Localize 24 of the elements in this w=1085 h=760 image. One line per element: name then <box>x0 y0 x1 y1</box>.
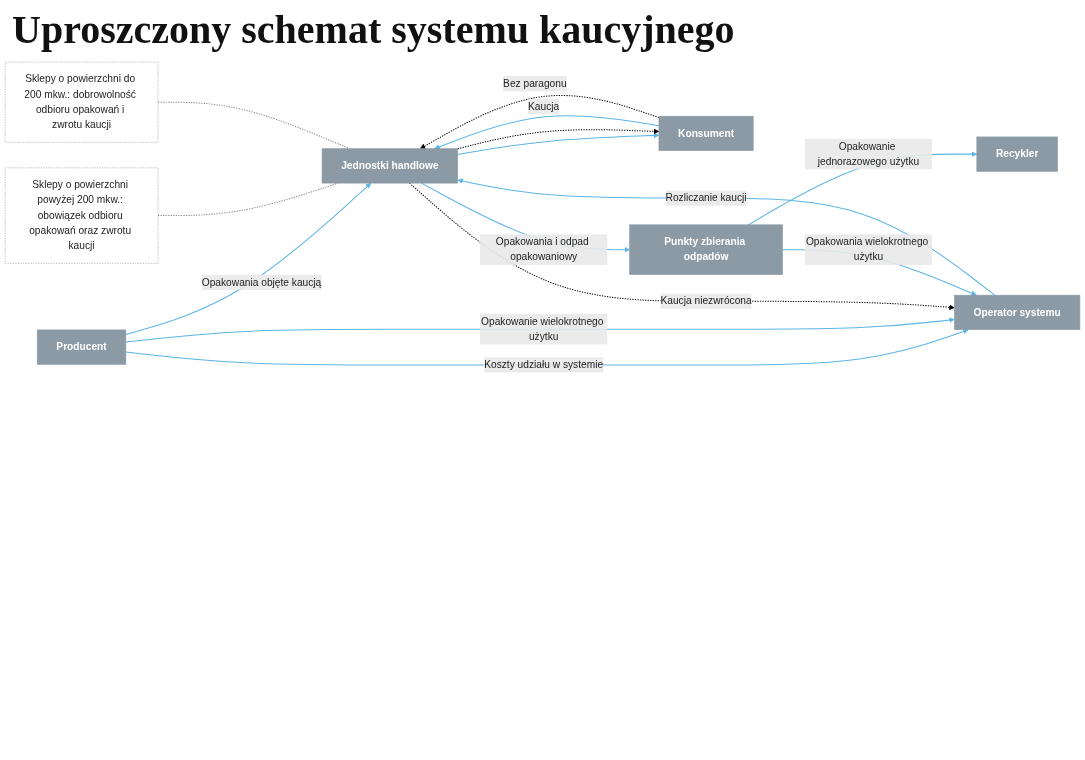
node-box: Producent <box>36 329 127 365</box>
arrow <box>125 182 372 335</box>
node-box: Sklepy o powierzchni do 200 mkw.: dobrowolność odbioru opakowań i zwrotu kaucji <box>4 61 159 143</box>
edge-label: Opakowania i odpad opakowaniowy <box>495 236 589 263</box>
edge-label: Koszty udziału w systemie <box>484 359 604 371</box>
edge-label: Opakowanie wielokrotnego użytku <box>481 315 604 343</box>
node-box: Konsument <box>658 115 754 151</box>
node-box: Recykler <box>976 136 1058 172</box>
edge-label: Kaucja <box>528 100 560 112</box>
arrow <box>457 128 660 150</box>
node-box: Operator systemu <box>954 294 1081 330</box>
node-box: Jednostki handlowe <box>321 148 458 184</box>
node-box: Punkty zbierania odpadów <box>629 224 783 275</box>
diagram-title: Uproszczony schemat systemu kaucyjnego <box>12 6 736 53</box>
edge-label: Rozliczanie kaucji <box>665 192 747 204</box>
edge-label: Opakowania wielokrotnego użytku <box>805 236 929 263</box>
edge-label: Kaucja niezwrócona <box>660 295 752 307</box>
node-box: Sklepy o powierzchni powyżej 200 mkw.: obowiązek odbioru opakowań oraz zwrotu kaucji <box>4 167 159 264</box>
edge-label: Opakowania objęte kaucją <box>201 276 322 288</box>
arrow <box>457 132 660 155</box>
arrow <box>434 115 660 150</box>
edge-label: Bez paragonu <box>503 77 567 89</box>
arrow <box>419 94 660 149</box>
edge-label: Opakowanie jednorazowego użytku <box>817 140 920 167</box>
